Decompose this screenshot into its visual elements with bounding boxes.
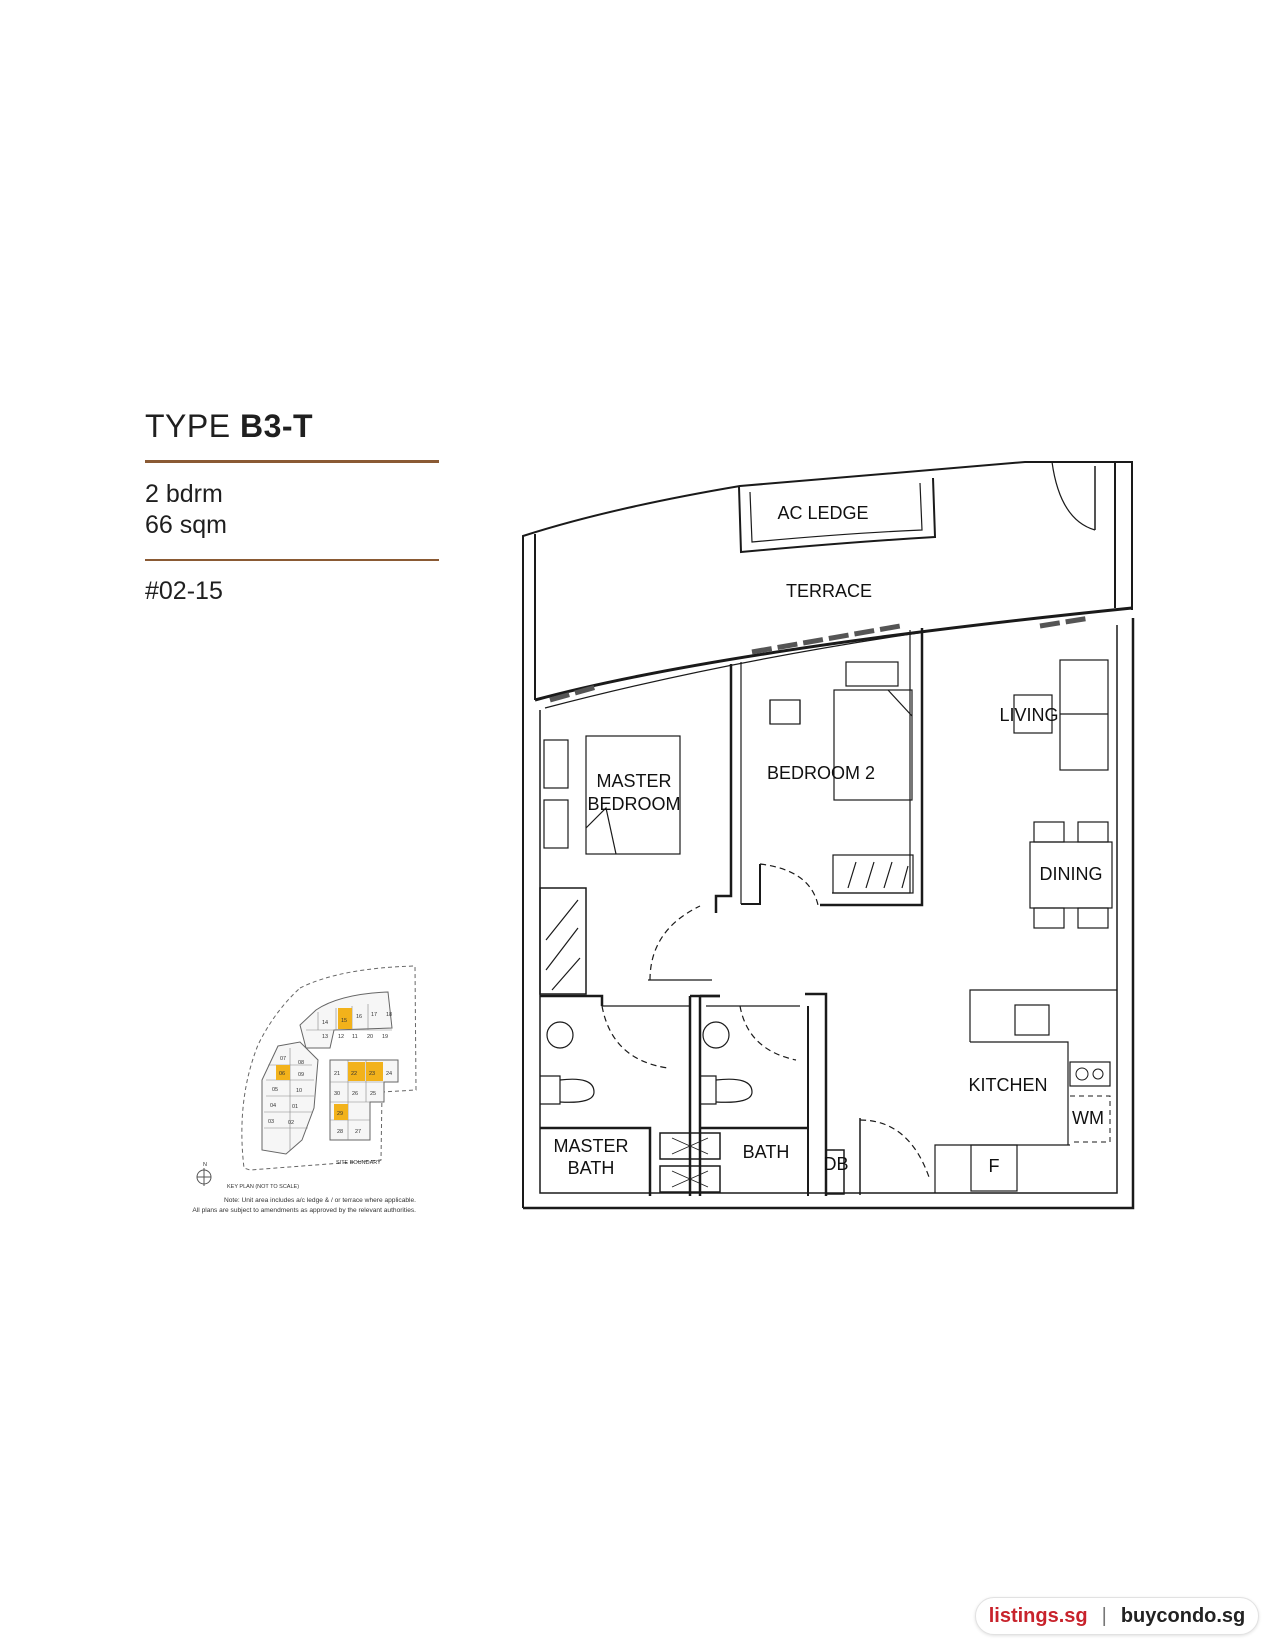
spec-divider (145, 559, 439, 561)
key-label: 12 (338, 1034, 344, 1040)
key-label: 03 (268, 1119, 274, 1125)
db-label: DB (823, 1154, 848, 1174)
watermark-right: buycondo.sg (1120, 1604, 1246, 1627)
key-label: 04 (270, 1103, 276, 1109)
key-label: 02 (288, 1120, 294, 1126)
facade-wall (534, 606, 1133, 702)
key-unit-22 (348, 1062, 365, 1081)
key-label: 13 (322, 1034, 328, 1040)
key-label: 07 (280, 1056, 286, 1062)
key-plan-unit-labels: 14 15 16 17 18 13 12 11 20 19 07 08 06 0… (268, 1012, 392, 1135)
master-bedroom-label-line2: BEDROOM (587, 794, 680, 814)
key-label: 20 (367, 1034, 373, 1040)
watermark-left: listings.sg (988, 1604, 1088, 1627)
key-label: 27 (355, 1129, 361, 1135)
north-arrow-icon (196, 1168, 212, 1186)
key-label: 06 (279, 1071, 285, 1077)
key-label: 22 (351, 1071, 357, 1077)
key-label: 19 (382, 1034, 388, 1040)
key-label: 05 (272, 1087, 278, 1093)
note-line-1: Note: Unit area includes a/c ledge & / o… (224, 1197, 416, 1204)
unit-number: #02-15 (145, 577, 223, 605)
key-label: 30 (334, 1091, 340, 1097)
key-unit-06 (276, 1065, 290, 1080)
key-plan-title: KEY PLAN (NOT TO SCALE) (227, 1184, 299, 1190)
fridge-label: F (989, 1156, 1000, 1176)
master-bedroom-label-line1: MASTER (596, 771, 671, 791)
unit-area: 66 sqm (145, 511, 227, 539)
key-label: 14 (322, 1020, 328, 1026)
watermark-separator: | (1101, 1604, 1107, 1627)
key-label: 23 (369, 1071, 375, 1077)
key-label: 29 (337, 1111, 343, 1117)
key-unit-29 (334, 1104, 348, 1120)
key-label: 09 (298, 1072, 304, 1078)
key-plan-site-boundary (241, 965, 417, 1171)
key-label: 21 (334, 1071, 340, 1077)
type-prefix: TYPE (145, 408, 231, 444)
watermark-badge: listings.sg | buycondo.sg (975, 1597, 1259, 1635)
wm-label: WM (1072, 1108, 1104, 1128)
kitchen-label: KITCHEN (968, 1075, 1047, 1095)
master-bath-label-line2: BATH (568, 1158, 615, 1178)
terrace-outline (522, 461, 1133, 1208)
bedroom-count: 2 bdrm (145, 480, 223, 508)
unit-type-title: TYPE B3-T (145, 410, 445, 442)
key-label: 24 (386, 1071, 392, 1077)
title-divider (145, 460, 439, 463)
ac-ledge-outline (738, 477, 937, 554)
site-boundary-label: SITE BOUNDARY (336, 1160, 381, 1166)
dining-label: DINING (1040, 864, 1103, 884)
key-unit-15 (338, 1008, 352, 1029)
key-label: 28 (337, 1129, 343, 1135)
unit-info: TYPE B3-T 2 bdrm 66 sqm #02-15 (145, 410, 445, 606)
room-labels: AC LEDGE TERRACE LIVING MASTER BEDROOM B… (553, 503, 1104, 1178)
key-label: 16 (356, 1014, 362, 1020)
type-code: B3-T (239, 408, 314, 444)
key-label: 17 (371, 1012, 377, 1018)
plan-walls (522, 461, 1135, 1210)
outer-wall (523, 618, 1135, 1210)
north-label: N (203, 1162, 207, 1168)
key-plan (241, 965, 417, 1171)
key-label: 08 (298, 1060, 304, 1066)
master-bath-label-line1: MASTER (553, 1136, 628, 1156)
ac-ledge-label: AC LEDGE (777, 503, 868, 523)
key-label: 11 (352, 1034, 358, 1040)
bath-label: BATH (743, 1142, 790, 1162)
key-unit-23 (366, 1062, 383, 1081)
note-line-2: All plans are subject to amendments as a… (192, 1207, 416, 1214)
bedroom2-label: BEDROOM 2 (767, 763, 875, 783)
key-label: 15 (341, 1018, 347, 1024)
key-label: 25 (370, 1091, 376, 1097)
key-label: 01 (292, 1104, 298, 1110)
key-label: 26 (352, 1091, 358, 1097)
living-label: LIVING (999, 705, 1058, 725)
terrace-label: TERRACE (786, 581, 872, 601)
key-label: 10 (296, 1088, 302, 1094)
key-label: 18 (386, 1012, 392, 1018)
